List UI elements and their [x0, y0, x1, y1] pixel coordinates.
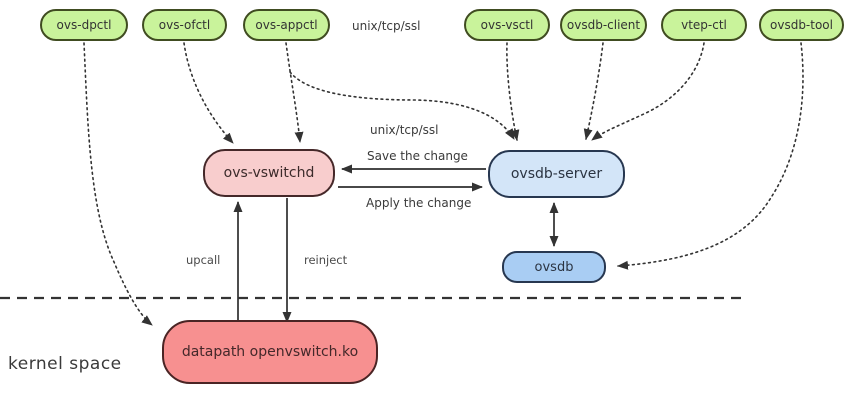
- node-ovs-vswitchd: ovs-vswitchd: [203, 149, 335, 197]
- node-ovs-ofctl: ovs-ofctl: [142, 9, 227, 41]
- label-protocol-mid: unix/tcp/ssl: [370, 123, 439, 137]
- node-ovs-appctl: ovs-appctl: [243, 9, 330, 41]
- label-kernel-space: kernel space: [8, 354, 122, 374]
- label-apply-change: Apply the change: [366, 196, 472, 210]
- label-protocol-top: unix/tcp/ssl: [352, 19, 421, 33]
- label-reinject: reinject: [304, 253, 348, 267]
- node-ovsdb-tool: ovsdb-tool: [759, 9, 844, 41]
- edge-ovs-vsctl-to-ovsdb-server: [506, 42, 520, 141]
- node-ovs-dpctl: ovs-dpctl: [40, 9, 128, 41]
- edge-ovsdb-tool-to-ovsdb: [617, 42, 804, 270]
- label-upcall: upcall: [186, 253, 221, 267]
- edge-ovs-appctl-to-vswitchd: [285, 42, 304, 143]
- edge-ovs-dpctl-to-datapath: [83, 42, 153, 326]
- node-ovs-vsctl: ovs-vsctl: [464, 9, 550, 41]
- node-ovsdb: ovsdb: [502, 251, 606, 283]
- label-save-change: Save the change: [367, 149, 468, 163]
- node-vtep-ctl: vtep-ctl: [661, 9, 747, 41]
- node-ovsdb-client: ovsdb-client: [560, 9, 647, 41]
- edge-vtep-ctl-to-ovsdb-server: [591, 42, 705, 141]
- edge-ovs-appctl-to-ovsdb-server: [289, 71, 515, 140]
- edge-ovsdb-client-to-ovsdb-server: [583, 42, 604, 140]
- node-datapath: datapath openvswitch.ko: [162, 320, 378, 384]
- edge-ovs-ofctl-to-vswitchd: [183, 42, 234, 144]
- node-ovsdb-server: ovsdb-server: [488, 150, 625, 198]
